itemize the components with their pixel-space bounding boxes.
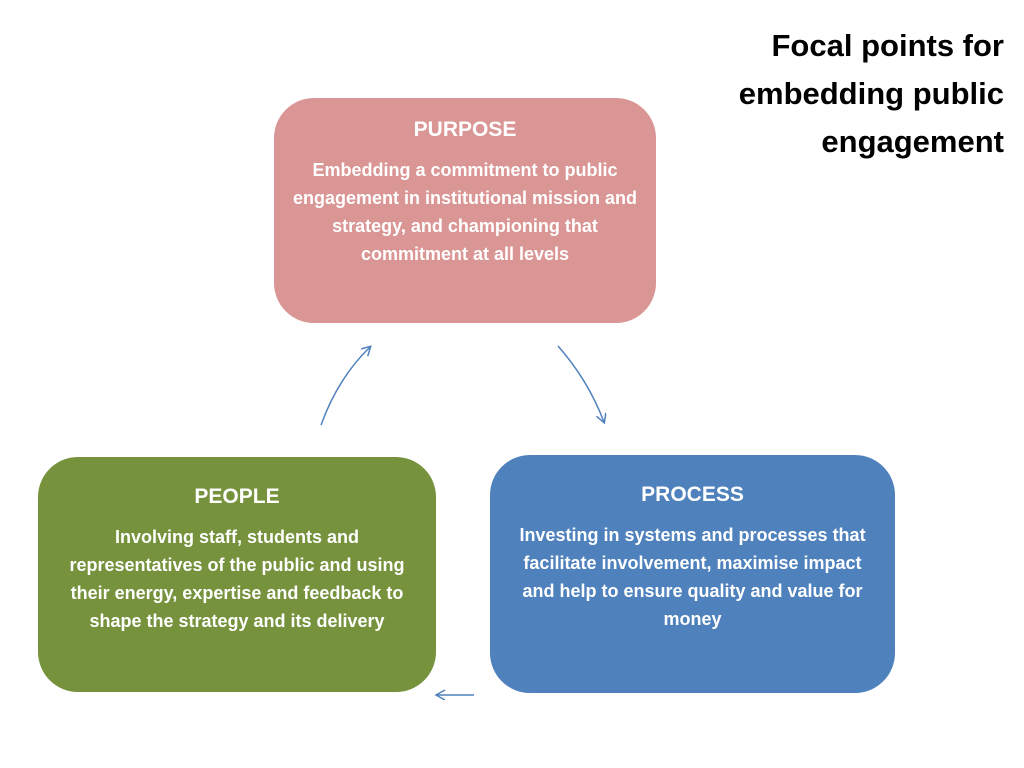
slide-title: Focal points for embedding public engage… [664,22,1004,166]
purpose-box: PURPOSE Embedding a commitment to public… [274,98,656,323]
process-box: PROCESS Investing in systems and process… [490,455,895,693]
process-heading: PROCESS [641,483,744,506]
title-line-1: Focal points for [771,28,1005,63]
arrow-people-to-purpose [320,347,370,426]
people-box: PEOPLE Involving staff, students and rep… [38,457,436,692]
people-text: Involving staff, students and representa… [69,527,405,631]
title-line-2: embedding public [738,76,1004,111]
purpose-heading: PURPOSE [413,118,517,141]
people-heading: PEOPLE [194,485,280,508]
title-line-3: engagement [821,124,1004,159]
purpose-text: Embedding a commitment to public engagem… [292,160,638,264]
arrow-purpose-to-process [557,345,604,422]
process-text: Investing in systems and processes that … [519,525,866,629]
